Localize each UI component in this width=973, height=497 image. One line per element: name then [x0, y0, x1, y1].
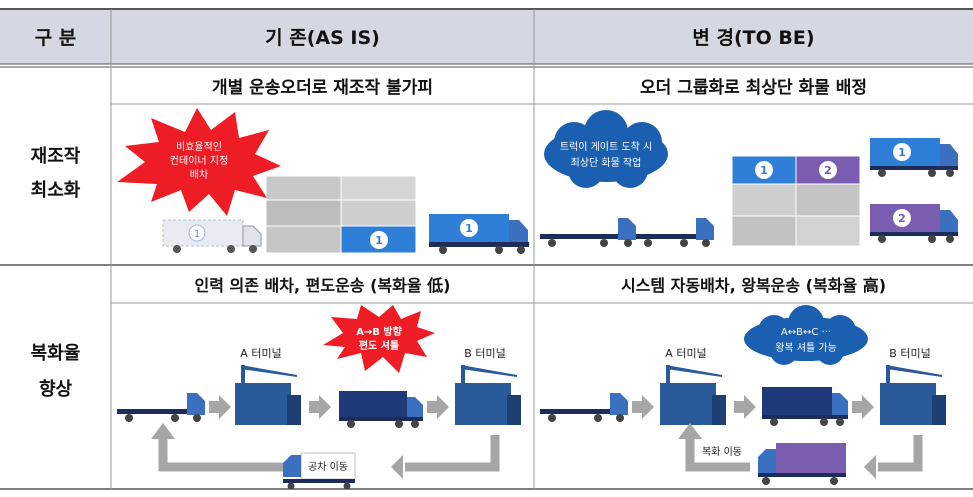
row1-as-is-diagram: 1 1 1 비효율적인 컨테이너 지정 배차: [117, 108, 529, 254]
container-stack-to-be: [731, 155, 861, 247]
row1-to-be-diagram: 트럭이 게이트 도착 시 최상단 화물 작업 1 2: [540, 110, 958, 247]
cloud-shape: [544, 110, 668, 188]
return-arrow-tb: [685, 435, 923, 472]
return-arrowhead: [151, 423, 175, 439]
dark-container-truck-tb: [762, 387, 848, 426]
header-category: 구 분: [34, 27, 77, 49]
flatbed-truck-1: [540, 218, 636, 247]
row2-label-line1: 복화율: [30, 343, 81, 364]
row1-label-line1: 재조작: [30, 146, 81, 167]
cloud-line1: 트럭이 게이트 도착 시: [560, 141, 652, 153]
a-terminal-label: A 터미널: [240, 347, 281, 360]
row1-to-be-title: 오더 그룹화로 최상단 화물 배정: [640, 78, 867, 98]
row1-label: 재조작 최소화: [0, 140, 111, 208]
badge-num-blue-truck: 1: [465, 222, 473, 235]
burst-line3: 배차: [190, 169, 208, 181]
arrow-right-1: [209, 395, 231, 419]
stack-num-2: 2: [824, 164, 832, 177]
b-terminal-label: B 터미널: [464, 347, 505, 360]
empty-truck: [162, 219, 262, 253]
return-arrowhead-mid-tb: [864, 455, 876, 479]
stack-num-1: 1: [760, 164, 768, 177]
flatbed-truck-row2: [540, 393, 628, 422]
blue-truck-to-be: [870, 138, 958, 177]
cloud-line2: 최상단 화물 작업: [571, 156, 642, 169]
header-to-be: 변 경(TO BE): [692, 27, 815, 49]
dark-container-truck: [339, 391, 423, 428]
b-terminal-icon: [455, 365, 521, 425]
cloud-row2-line2: 왕복 셔틀 가능: [775, 342, 837, 354]
a-terminal-icon: [235, 365, 301, 425]
row2-as-is-title: 인력 의존 배차, 편도운송 (복화율 低): [194, 276, 451, 295]
row2-as-is-diagram: A 터미널 B 터미널: [117, 305, 521, 489]
truck-num-1: 1: [898, 146, 906, 159]
burst-shape-row2: [323, 305, 435, 373]
badge-num-truck: 1: [194, 229, 200, 240]
burst-row2-line1: A→B 방향: [356, 325, 402, 338]
purple-return-truck: [758, 443, 846, 485]
loaded-return-label: 복화 이동: [702, 446, 742, 458]
flatbed-truck-2: [636, 218, 714, 247]
b-terminal-icon-tb: [880, 365, 946, 425]
truck-num-2: 2: [898, 212, 906, 225]
row2-to-be-title: 시스템 자동배차, 왕복운송 (복화율 高): [620, 276, 887, 295]
row1-as-is-title: 개별 운송오더로 재조작 불가피: [211, 78, 434, 98]
row2-to-be-diagram: A 터미널 B 터미널 복화 이동: [540, 305, 946, 485]
return-arrow: [158, 435, 500, 472]
burst-row2-line2: 편도 셔틀: [359, 339, 399, 352]
cloud-row2-line1: A↔B↔C ···: [781, 327, 831, 338]
purple-truck-to-be: [870, 204, 958, 243]
arrow-right-3: [427, 395, 449, 419]
row2-label: 복화율 향상: [0, 336, 111, 408]
empty-return-label: 공차 이동: [308, 461, 348, 473]
burst-line1: 비효율적인: [176, 141, 222, 153]
arrow-right-tb1: [632, 395, 654, 419]
badge-num: 1: [375, 234, 383, 247]
a-terminal-label-tb: A 터미널: [665, 347, 706, 360]
arrow-right-tb3: [852, 395, 874, 419]
row2-label-line2: 향상: [38, 379, 73, 400]
b-terminal-label-tb: B 터미널: [889, 347, 930, 360]
a-terminal-icon-tb: [660, 365, 726, 425]
burst-shape: [117, 108, 281, 216]
arrow-right-tb2: [734, 395, 756, 419]
header-row: [0, 9, 973, 64]
blue-truck: [429, 214, 529, 254]
empty-return-truck: [283, 452, 356, 489]
arrow-right-2: [309, 395, 331, 419]
return-arrowhead-tb: [678, 423, 702, 439]
row1-label-line2: 최소화: [30, 180, 81, 201]
container-stack: [265, 175, 417, 254]
flatbed-truck: [117, 393, 205, 422]
return-arrowhead-mid: [391, 455, 403, 479]
header-as-is: 기 존(AS IS): [265, 27, 380, 49]
burst-line2: 컨테이너 지정: [170, 155, 228, 167]
cloud-shape-row2: [744, 305, 868, 365]
